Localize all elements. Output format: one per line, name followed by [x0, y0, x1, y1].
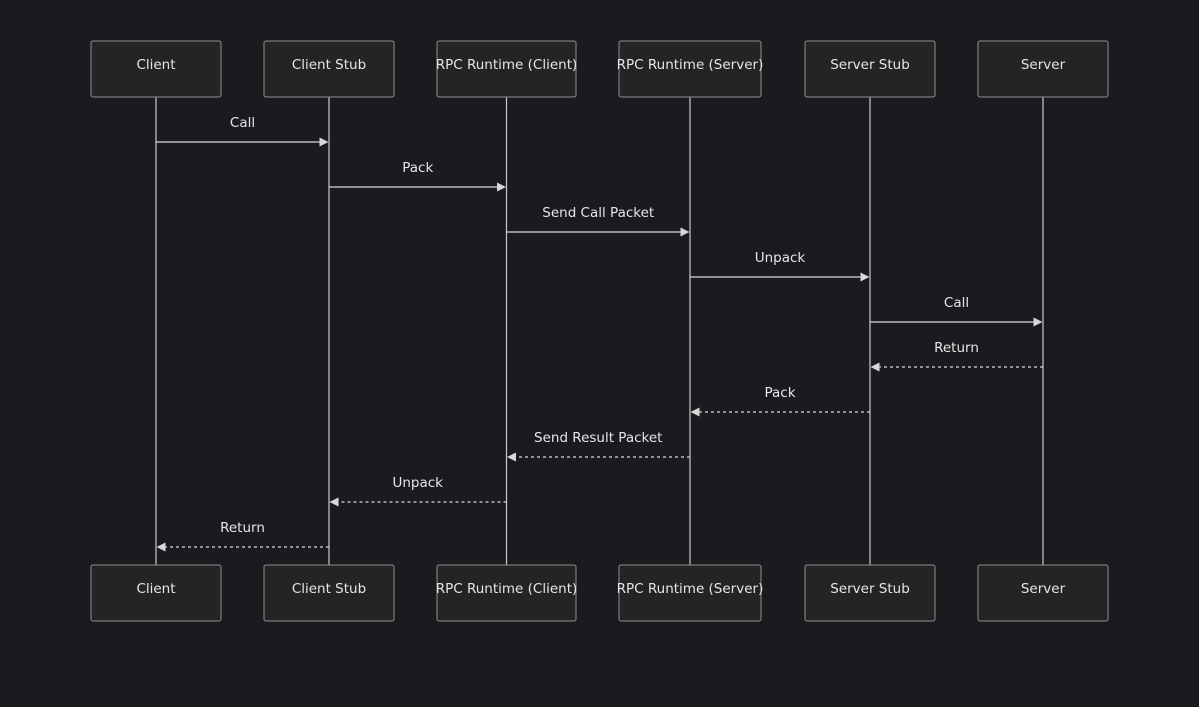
arrowhead-icon	[860, 272, 870, 282]
actor-box	[804, 40, 936, 98]
actor-client-stub-bottom: Client Stub	[263, 564, 395, 622]
actor-box	[977, 40, 1109, 98]
message-label: Pack	[764, 385, 795, 401]
actor-client-stub-top: Client Stub	[263, 40, 395, 98]
actor-rpc-runtime-client-bottom: RPC Runtime (Client)	[436, 564, 578, 622]
actor-box	[618, 40, 762, 98]
actor-rpc-runtime-server-top: RPC Runtime (Server)	[617, 40, 764, 98]
actor-server-stub-bottom: Server Stub	[804, 564, 936, 622]
actor-box	[90, 564, 222, 622]
actor-client-top: Client	[90, 40, 222, 98]
message-9: Unpack	[329, 475, 507, 507]
message-label: Unpack	[755, 250, 806, 266]
message-label: Unpack	[392, 475, 443, 491]
message-4: Unpack	[690, 250, 870, 282]
arrowhead-icon	[319, 137, 329, 147]
message-8: Send Result Packet	[507, 430, 690, 462]
message-label: Return	[934, 340, 979, 356]
actors-bottom-row: Client Client Stub RPC Runtime (Client) RPC…	[90, 564, 1109, 622]
message-5: Call	[870, 295, 1043, 327]
message-1: Call	[156, 115, 329, 147]
actors-top-row: Client Client Stub RPC Runtime (Client) RPC…	[90, 40, 1109, 98]
lifelines	[155, 97, 1044, 565]
message-label: Pack	[402, 160, 433, 176]
arrowhead-icon	[870, 362, 880, 372]
actor-server-stub-top: Server Stub	[804, 40, 936, 98]
message-label: Return	[220, 520, 265, 536]
actor-box	[436, 40, 577, 98]
actor-label: Server Stub	[830, 581, 910, 597]
message-3: Send Call Packet	[506, 205, 690, 237]
actor-box	[263, 564, 395, 622]
arrowhead-icon	[497, 182, 506, 192]
actor-label: Server	[1021, 57, 1066, 73]
arrowhead-icon	[690, 407, 700, 417]
actor-label: RPC Runtime (Server)	[617, 57, 764, 73]
actor-box	[436, 564, 577, 622]
message-6: Return	[870, 340, 1043, 372]
message-10: Return	[156, 520, 329, 552]
arrowhead-icon	[507, 452, 516, 462]
actor-label: Client Stub	[292, 57, 366, 73]
message-label: Call	[944, 295, 969, 311]
actor-box	[90, 40, 222, 98]
actor-label: Client	[136, 57, 175, 73]
actor-server-bottom: Server	[977, 564, 1109, 622]
actor-box	[618, 564, 762, 622]
actor-box	[804, 564, 936, 622]
actor-server-top: Server	[977, 40, 1109, 98]
message-7: Pack	[690, 385, 870, 417]
actor-label: RPC Runtime (Client)	[436, 581, 578, 597]
actor-box	[977, 564, 1109, 622]
arrowhead-icon	[680, 227, 690, 237]
message-label: Call	[230, 115, 255, 131]
actor-label: Server	[1021, 581, 1066, 597]
actor-label: Server Stub	[830, 57, 910, 73]
actor-client-bottom: Client	[90, 564, 222, 622]
actor-label: RPC Runtime (Client)	[436, 57, 578, 73]
actor-rpc-runtime-server-bottom: RPC Runtime (Server)	[617, 564, 764, 622]
actor-rpc-runtime-client-top: RPC Runtime (Client)	[436, 40, 578, 98]
actor-label: Client Stub	[292, 581, 366, 597]
message-label: Send Call Packet	[542, 205, 654, 221]
message-2: Pack	[329, 160, 506, 192]
arrowhead-icon	[1033, 317, 1043, 327]
actor-box	[263, 40, 395, 98]
actor-label: RPC Runtime (Server)	[617, 581, 764, 597]
actor-label: Client	[136, 581, 175, 597]
message-label: Send Result Packet	[534, 430, 662, 446]
arrowhead-icon	[329, 497, 339, 507]
arrowhead-icon	[156, 542, 166, 552]
